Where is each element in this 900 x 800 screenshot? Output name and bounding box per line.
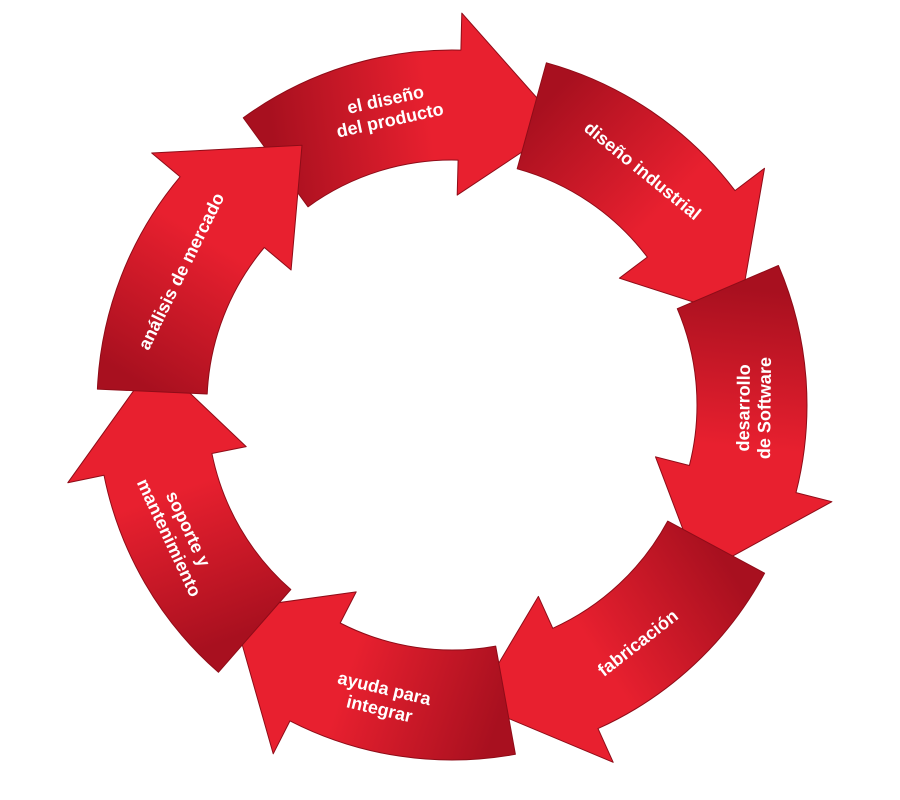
- cycle-arrow-diseno-industrial: [516, 62, 765, 318]
- cycle-arrow-desarrollo-software: [655, 265, 833, 575]
- step-label-line: desarrollo: [733, 364, 754, 451]
- cycle-arrow-fabricacion: [473, 520, 766, 763]
- step-label-desarrollo-software: desarrollode Software: [733, 357, 775, 459]
- step-label-line: de Software: [754, 357, 775, 459]
- cycle-arrow-diseno-producto: [242, 12, 563, 208]
- cycle-arrow-soporte-mantenimiento: [67, 359, 292, 673]
- cycle-arrow-analisis-mercado: [96, 144, 303, 395]
- cycle-arrow-ayuda-integrar: [231, 591, 516, 761]
- cycle-segments: [67, 12, 833, 763]
